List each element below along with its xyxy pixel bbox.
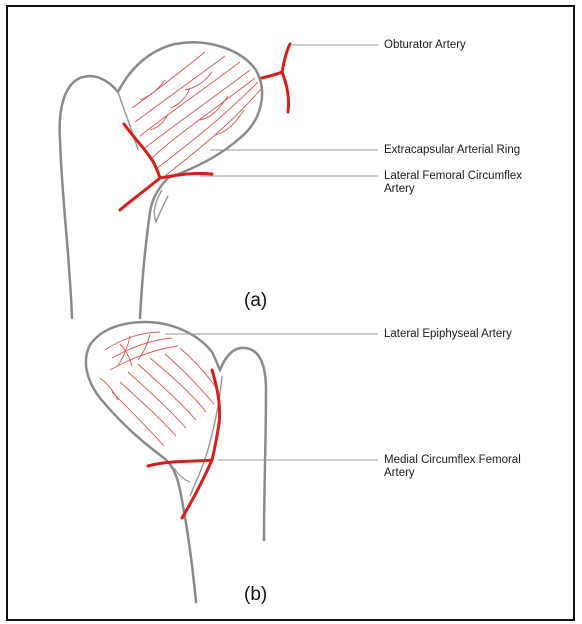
label-obturator-artery: Obturator Artery — [384, 39, 466, 52]
femur-a-trochanter-line — [118, 92, 138, 150]
label-extracapsular-ring: Extracapsular Arterial Ring — [384, 144, 520, 157]
femur-b-fine-vessels — [100, 332, 218, 446]
label-medial-circumflex-femoral: Medial Circumflex Femoral Artery — [384, 454, 521, 480]
panel-label-b: (b) — [244, 584, 267, 606]
femur-b — [86, 322, 266, 602]
panel-label-a: (a) — [244, 290, 267, 312]
obturator-artery-vessel — [262, 44, 290, 78]
ring-artery-vessel — [124, 124, 160, 178]
medial-circumflex-vessel — [182, 460, 212, 518]
leader-lines-b — [165, 334, 378, 460]
label-lateral-femoral-circumflex: Lateral Femoral Circumflex Artery — [384, 170, 522, 196]
label-lateral-epiphyseal: Lateral Epiphyseal Artery — [384, 328, 512, 341]
femur-a-arteries — [120, 44, 290, 210]
femur-a — [60, 42, 290, 318]
